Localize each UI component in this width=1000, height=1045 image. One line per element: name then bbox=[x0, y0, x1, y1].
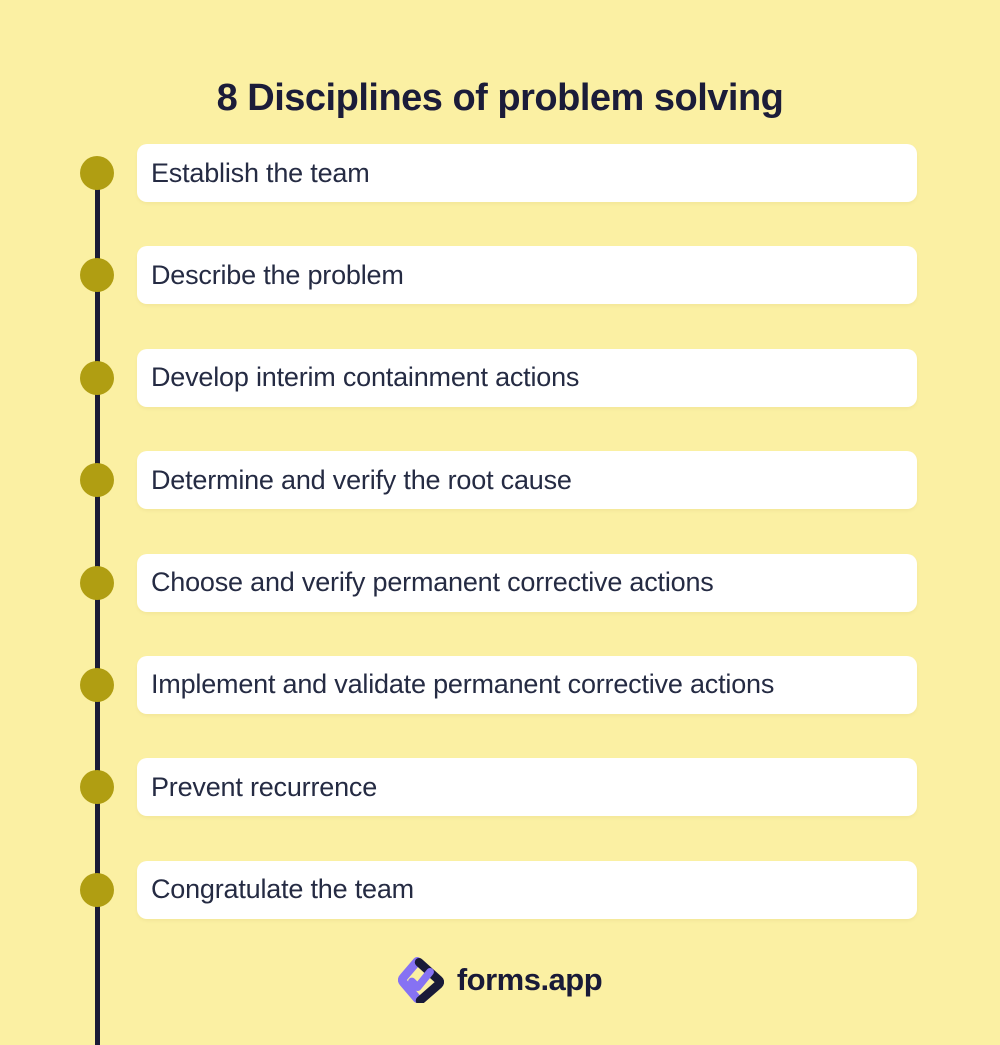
timeline-dot bbox=[80, 360, 114, 395]
step-label: Determine and verify the root cause bbox=[151, 464, 572, 495]
timeline-dot bbox=[80, 770, 114, 805]
step-label: Congratulate the team bbox=[151, 874, 414, 905]
step-label: Describe the problem bbox=[151, 259, 404, 290]
step-label: Implement and validate permanent correct… bbox=[151, 669, 775, 700]
timeline-dot bbox=[80, 667, 114, 702]
forms-app-logo-icon bbox=[397, 957, 444, 1003]
step-label: Prevent recurrence bbox=[151, 771, 378, 802]
timeline-dot bbox=[80, 565, 114, 600]
step-card-2: Describe the problem bbox=[80, 246, 917, 305]
step-card-5: Choose and verify permanent corrective a… bbox=[80, 553, 917, 612]
step-label: Develop interim containment actions bbox=[151, 362, 580, 393]
timeline-dot bbox=[80, 872, 114, 907]
step-label: Choose and verify permanent corrective a… bbox=[151, 567, 714, 598]
step-card-3: Develop interim containment actions bbox=[80, 348, 917, 407]
footer-branding: forms.app bbox=[0, 957, 1000, 1003]
timeline-dot bbox=[80, 156, 114, 190]
page-title: 8 Disciplines of problem solving bbox=[216, 77, 784, 120]
timeline-line bbox=[95, 173, 100, 1045]
step-card-6: Implement and validate permanent correct… bbox=[80, 655, 917, 714]
forms-app-logo-text: forms.app bbox=[456, 962, 603, 997]
step-label: Establish the team bbox=[151, 157, 370, 188]
steps-list: Establish the team Describe the problem … bbox=[80, 144, 917, 963]
step-card-7: Prevent recurrence bbox=[80, 758, 917, 817]
step-card-8: Congratulate the team bbox=[80, 860, 917, 919]
step-card-1: Establish the team bbox=[80, 144, 917, 202]
timeline-dot bbox=[80, 258, 114, 293]
timeline-dot bbox=[80, 463, 114, 498]
step-card-4: Determine and verify the root cause bbox=[80, 451, 917, 510]
